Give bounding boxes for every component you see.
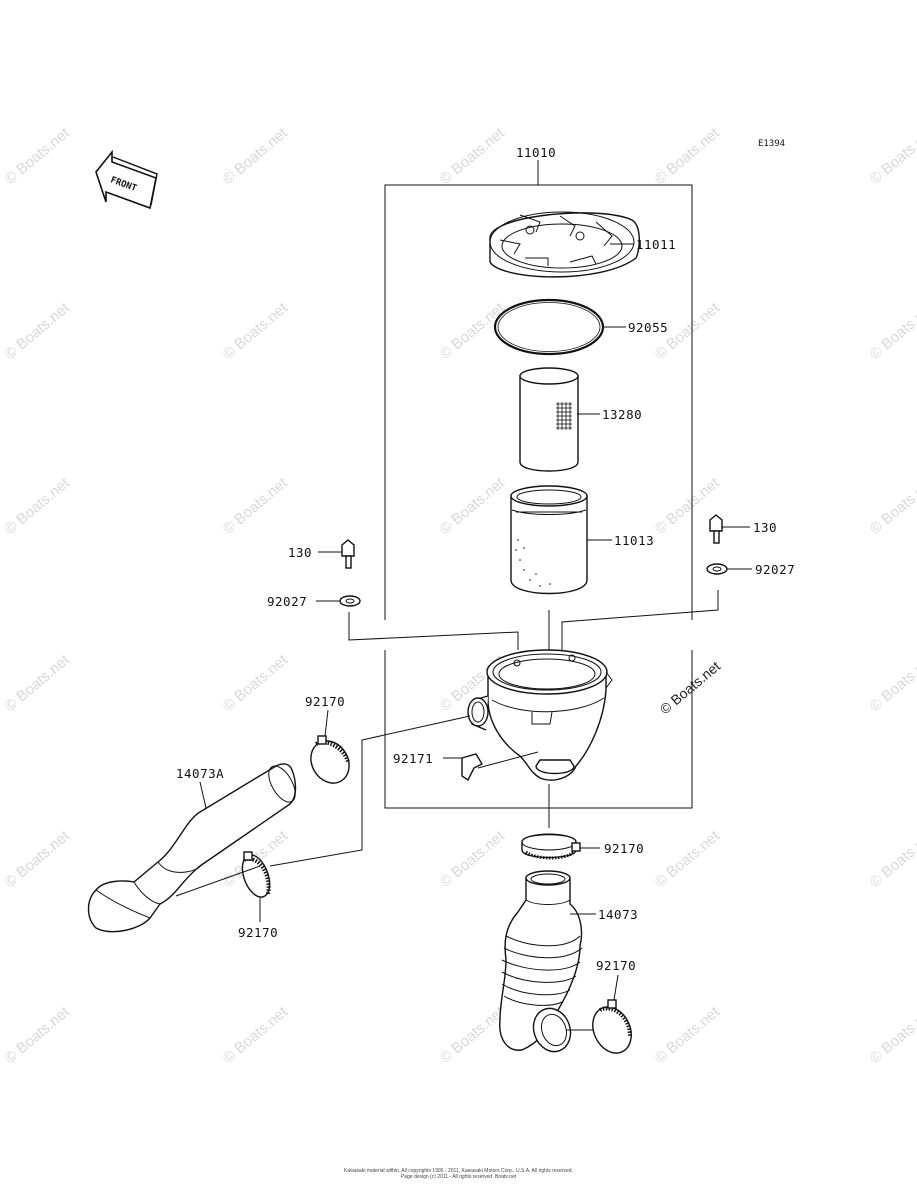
watermark: © Boats.net xyxy=(867,1003,917,1067)
watermark: © Boats.net xyxy=(437,124,509,188)
watermark: © Boats.net xyxy=(437,474,509,538)
callout-outer-element: 11013 xyxy=(614,533,654,548)
callout-o-ring: 92055 xyxy=(628,320,668,335)
callout-clamp-duct-lower: 92170 xyxy=(238,925,278,940)
callout-hose-bellows: 14073 xyxy=(598,907,638,922)
watermark: © Boats.net xyxy=(437,827,509,891)
outer-element-part xyxy=(510,485,588,595)
o-ring-part xyxy=(493,298,605,356)
clamp-hose-end-part xyxy=(592,999,632,1054)
callout-washer-left: 92027 xyxy=(267,594,307,609)
callout-duct-left: 14073A xyxy=(176,766,224,781)
watermark: © Boats.net xyxy=(652,827,724,891)
cap-part xyxy=(489,211,640,278)
callout-clamp-housing-outlet: 92170 xyxy=(604,841,644,856)
callout-clamp-duct-upper: 92170 xyxy=(305,694,345,709)
watermark: © Boats.net xyxy=(867,124,917,188)
watermark: © Boats.net xyxy=(652,124,724,188)
clamp-duct-upper-part xyxy=(310,735,350,784)
inner-element-part xyxy=(519,367,579,472)
clip-part xyxy=(461,753,483,782)
bolt-left-part xyxy=(341,539,355,569)
watermark: © Boats.net xyxy=(867,474,917,538)
callout-washer-right: 92027 xyxy=(755,562,795,577)
watermark: © Boats.net xyxy=(220,651,292,715)
callout-clamp-hose-end: 92170 xyxy=(596,958,636,973)
watermark: © Boats.net xyxy=(2,124,74,188)
washer-left-part xyxy=(339,595,361,607)
watermark-dark: © Boats.net xyxy=(657,658,724,717)
callout-assembly: 11010 xyxy=(516,145,556,160)
watermark: © Boats.net xyxy=(437,1003,509,1067)
diagram-ref-code: E1394 xyxy=(758,139,785,149)
watermark: © Boats.net xyxy=(220,1003,292,1067)
copyright-line-2: Page design (c) 2011 - All rights reserv… xyxy=(400,1174,517,1180)
callout-inner-element: 13280 xyxy=(602,407,642,422)
watermark: © Boats.net xyxy=(867,299,917,363)
watermark: © Boats.net xyxy=(2,651,74,715)
copyright-footer: Kawasaki material within. All copyrights… xyxy=(0,1168,917,1180)
watermark: © Boats.net xyxy=(220,124,292,188)
duct-left-part xyxy=(87,763,297,933)
watermark: © Boats.net xyxy=(437,299,509,363)
washer-right-part xyxy=(706,563,728,575)
watermark: © Boats.net xyxy=(867,651,917,715)
bolt-right-part xyxy=(709,514,723,544)
air-cleaner-housing-part xyxy=(467,649,613,781)
callout-bolt-left: 130 xyxy=(288,545,312,560)
copyright-line-1: Kawasaki material within. All copyrights… xyxy=(344,1168,573,1174)
callout-clip: 92171 xyxy=(393,751,433,766)
clamp-duct-lower-part xyxy=(241,851,271,898)
watermark: © Boats.net xyxy=(220,474,292,538)
watermark: © Boats.net xyxy=(2,827,74,891)
clamp-housing-outlet-part xyxy=(521,833,581,860)
assembly-bracket xyxy=(384,160,693,809)
callout-bolt-right: 130 xyxy=(753,520,777,535)
watermark: © Boats.net xyxy=(220,299,292,363)
front-arrow-icon: FRONT xyxy=(95,149,158,210)
watermark: © Boats.net xyxy=(2,299,74,363)
watermark: © Boats.net xyxy=(2,474,74,538)
watermark: © Boats.net xyxy=(652,1003,724,1067)
callout-cap: 11011 xyxy=(636,237,676,252)
watermark: © Boats.net xyxy=(2,1003,74,1067)
watermark: © Boats.net xyxy=(867,827,917,891)
hose-bellows-part xyxy=(499,870,583,1053)
